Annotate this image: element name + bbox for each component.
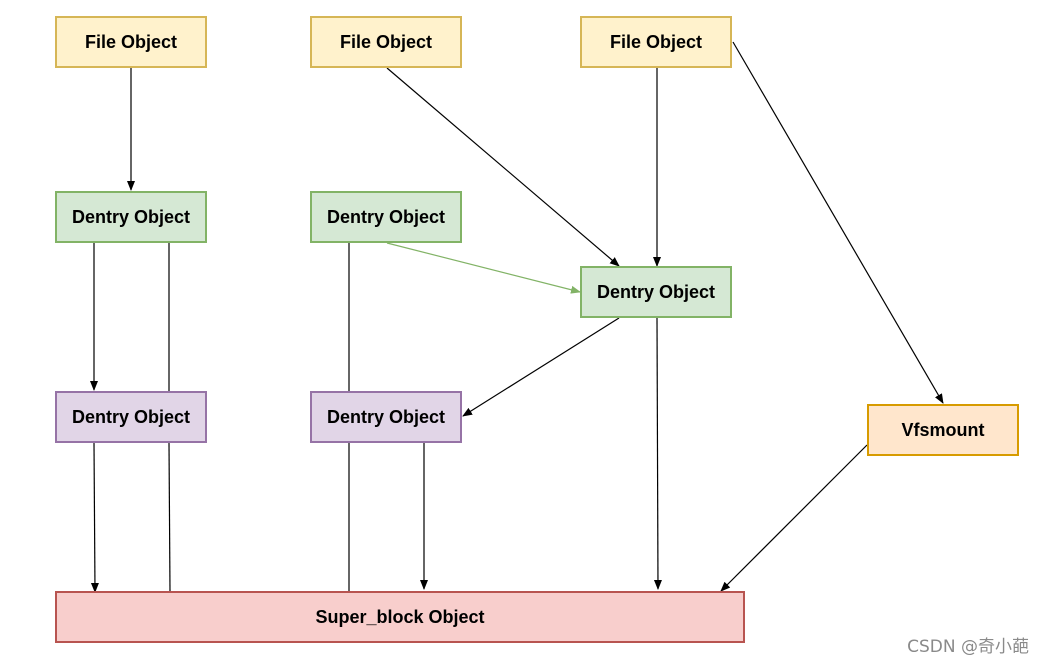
dentry-object-5: Dentry Object <box>310 391 462 443</box>
dentry-object-2: Dentry Object <box>310 191 462 243</box>
edge-dentry3-superblock <box>653 317 662 590</box>
file-object-1: File Object <box>55 16 207 68</box>
edge-dentry3-dentry5 <box>462 317 620 417</box>
dentry-object-4: Dentry Object <box>55 391 207 443</box>
vfsmount-node: Vfsmount <box>867 404 1019 456</box>
edge-vfsmount-superblock <box>720 444 868 592</box>
dentry-object-3: Dentry Object <box>580 266 732 318</box>
dentry-object-1: Dentry Object <box>55 191 207 243</box>
edge-file2-dentry3 <box>386 67 620 267</box>
edge-dentry4-superblock <box>90 442 99 593</box>
superblock-object: Super_block Object <box>55 591 745 643</box>
file-object-2: File Object <box>310 16 462 68</box>
edge-dentry2-dentry3 <box>386 242 581 294</box>
link-dentry4-superblock <box>168 442 171 593</box>
edge-file3-vfsmount <box>732 41 944 404</box>
file-object-3: File Object <box>580 16 732 68</box>
watermark: CSDN @奇小葩 <box>907 637 1029 657</box>
